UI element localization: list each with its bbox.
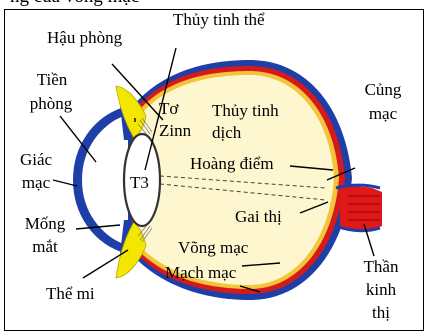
label-optic-nerve-line3: thị [356, 303, 406, 323]
label-optic-nerve-line1: Thần [356, 257, 406, 277]
label-t3: T3 [130, 173, 149, 193]
label-iris-line1: Mống [20, 214, 70, 234]
label-cornea-line1: Giác [15, 150, 57, 170]
label-anterior-chamber-line2: phòng [23, 94, 79, 114]
label-retina: Võng mạc [178, 238, 248, 258]
label-macula: Hoàng điểm [190, 154, 274, 174]
label-anterior-chamber-line1: Tiền [27, 70, 77, 90]
label-lens: Thủy tinh thể [173, 10, 265, 30]
label-zonule-line1: Tơ [159, 99, 178, 119]
label-choroid: Mạch mạc [165, 263, 236, 283]
label-vitreous-line1: Thủy tinh [212, 101, 279, 121]
label-cornea-line2: mạc [15, 173, 57, 193]
label-sclera-line2: mạc [358, 104, 408, 124]
label-sclera-line1: Củng [358, 80, 408, 100]
label-iris-line2: mắt [20, 237, 70, 257]
label-vitreous-line2: dịch [212, 123, 241, 143]
optic-nerve-shape [340, 187, 382, 232]
label-ciliary-body: Thể mi [46, 284, 95, 304]
label-posterior-chamber: Hậu phòng [47, 28, 122, 48]
label-optic-nerve-line2: kinh [356, 280, 406, 300]
label-zonule-line2: Zinn [159, 121, 191, 141]
label-optic-disc: Gai thị [235, 207, 282, 227]
